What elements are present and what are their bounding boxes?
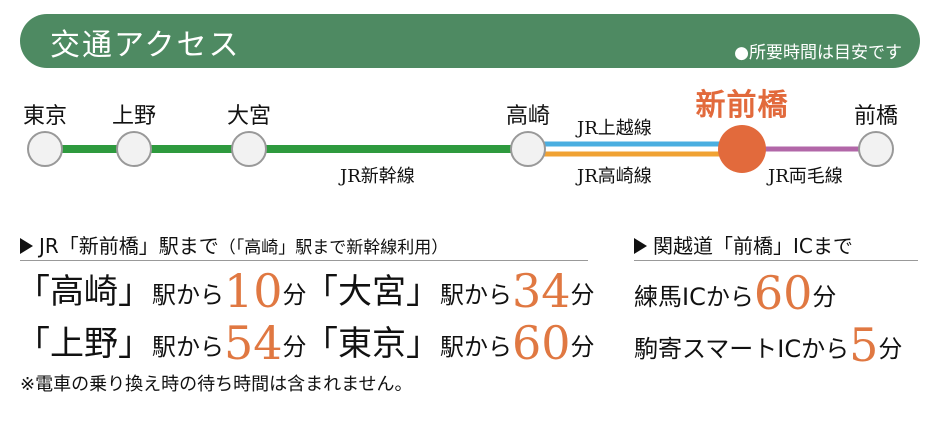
station-marker-maebashi [858, 131, 894, 167]
route-map: 東京 上野 大宮 高崎 新前橋 前橋 JR新幹線 JR上越線 JR高崎線 JR両… [0, 70, 940, 200]
minutes-value: 60 [512, 316, 571, 370]
station-label-takasaki: 高崎 [505, 104, 551, 129]
station-marker-takasaki [510, 131, 546, 167]
minutes-unit: 分 [570, 281, 595, 309]
train-divider [20, 260, 588, 261]
car-divider [634, 260, 918, 261]
minutes-value: 34 [512, 264, 571, 318]
car-row-nerima: 練馬ICから60分 [634, 266, 836, 320]
minutes-unit: 分 [282, 281, 307, 309]
train-row-takasaki: 「高崎」駅から10分 [16, 264, 307, 318]
station-label-maebashi: 前橋 [853, 104, 899, 129]
station-name: 「東京」 [304, 324, 440, 364]
minutes-value: 10 [224, 264, 283, 318]
route-map-lines [27, 125, 894, 173]
line-label-ryomo: JR両毛線 [768, 166, 843, 187]
page-title: 交通アクセス [50, 28, 241, 63]
station-marker-shinmaebashi [718, 125, 766, 173]
station-name: 「上野」 [16, 324, 152, 364]
minutes-value: 54 [224, 316, 283, 370]
minutes-value: 60 [753, 266, 813, 320]
minutes-unit: 分 [282, 333, 307, 361]
station-label-shinmaebashi: 新前橋 [695, 88, 789, 123]
train-heading-sub: （「高崎」駅まで新幹線利用） [218, 238, 449, 258]
station-name: 「高崎」 [16, 272, 152, 312]
station-label-omiya: 大宮 [226, 104, 272, 129]
line-label-shinkansen: JR新幹線 [340, 166, 415, 187]
from-text: 駅から [440, 333, 512, 361]
station-name: 「大宮」 [304, 272, 440, 312]
minutes-unit: 分 [570, 333, 595, 361]
line-label-joetsu: JR上越線 [577, 118, 652, 139]
car-heading-text: 関越道「前橋」ICまで [653, 234, 853, 258]
car-section-heading: 関越道「前橋」ICまで [634, 230, 853, 259]
from-text: 駅から [152, 281, 224, 309]
train-section-heading: JR「新前橋」駅まで（「高崎」駅まで新幹線利用） [20, 230, 448, 259]
minutes-unit: 分 [878, 335, 903, 363]
train-row-tokyo: 「東京」駅から60分 [304, 316, 595, 370]
line-label-takasaki: JR高崎線 [577, 166, 652, 187]
header-banner: 交通アクセス ●所要時間は目安です [20, 14, 920, 68]
train-row-ueno: 「上野」駅から54分 [16, 316, 307, 370]
triangle-bullet-icon [634, 238, 647, 254]
from-text: 駅から [152, 333, 224, 361]
train-heading-text: JR「新前橋」駅まで [39, 234, 219, 258]
station-marker-ueno [116, 131, 152, 167]
station-marker-tokyo [27, 131, 63, 167]
from-text: 駒寄スマートICから [634, 335, 850, 363]
station-marker-omiya [231, 131, 267, 167]
transfer-note: ※電車の乗り換え時の待ち時間は含まれません。 [20, 374, 413, 395]
station-label-tokyo: 東京 [22, 104, 68, 129]
station-label-ueno: 上野 [111, 104, 157, 129]
minutes-unit: 分 [812, 283, 837, 311]
car-row-komayose: 駒寄スマートICから5分 [634, 318, 902, 372]
triangle-bullet-icon [20, 238, 33, 254]
from-text: 練馬ICから [634, 283, 754, 311]
minutes-value: 5 [849, 318, 879, 372]
header-note: ●所要時間は目安です [734, 43, 902, 63]
from-text: 駅から [440, 281, 512, 309]
train-row-omiya: 「大宮」駅から34分 [304, 264, 595, 318]
